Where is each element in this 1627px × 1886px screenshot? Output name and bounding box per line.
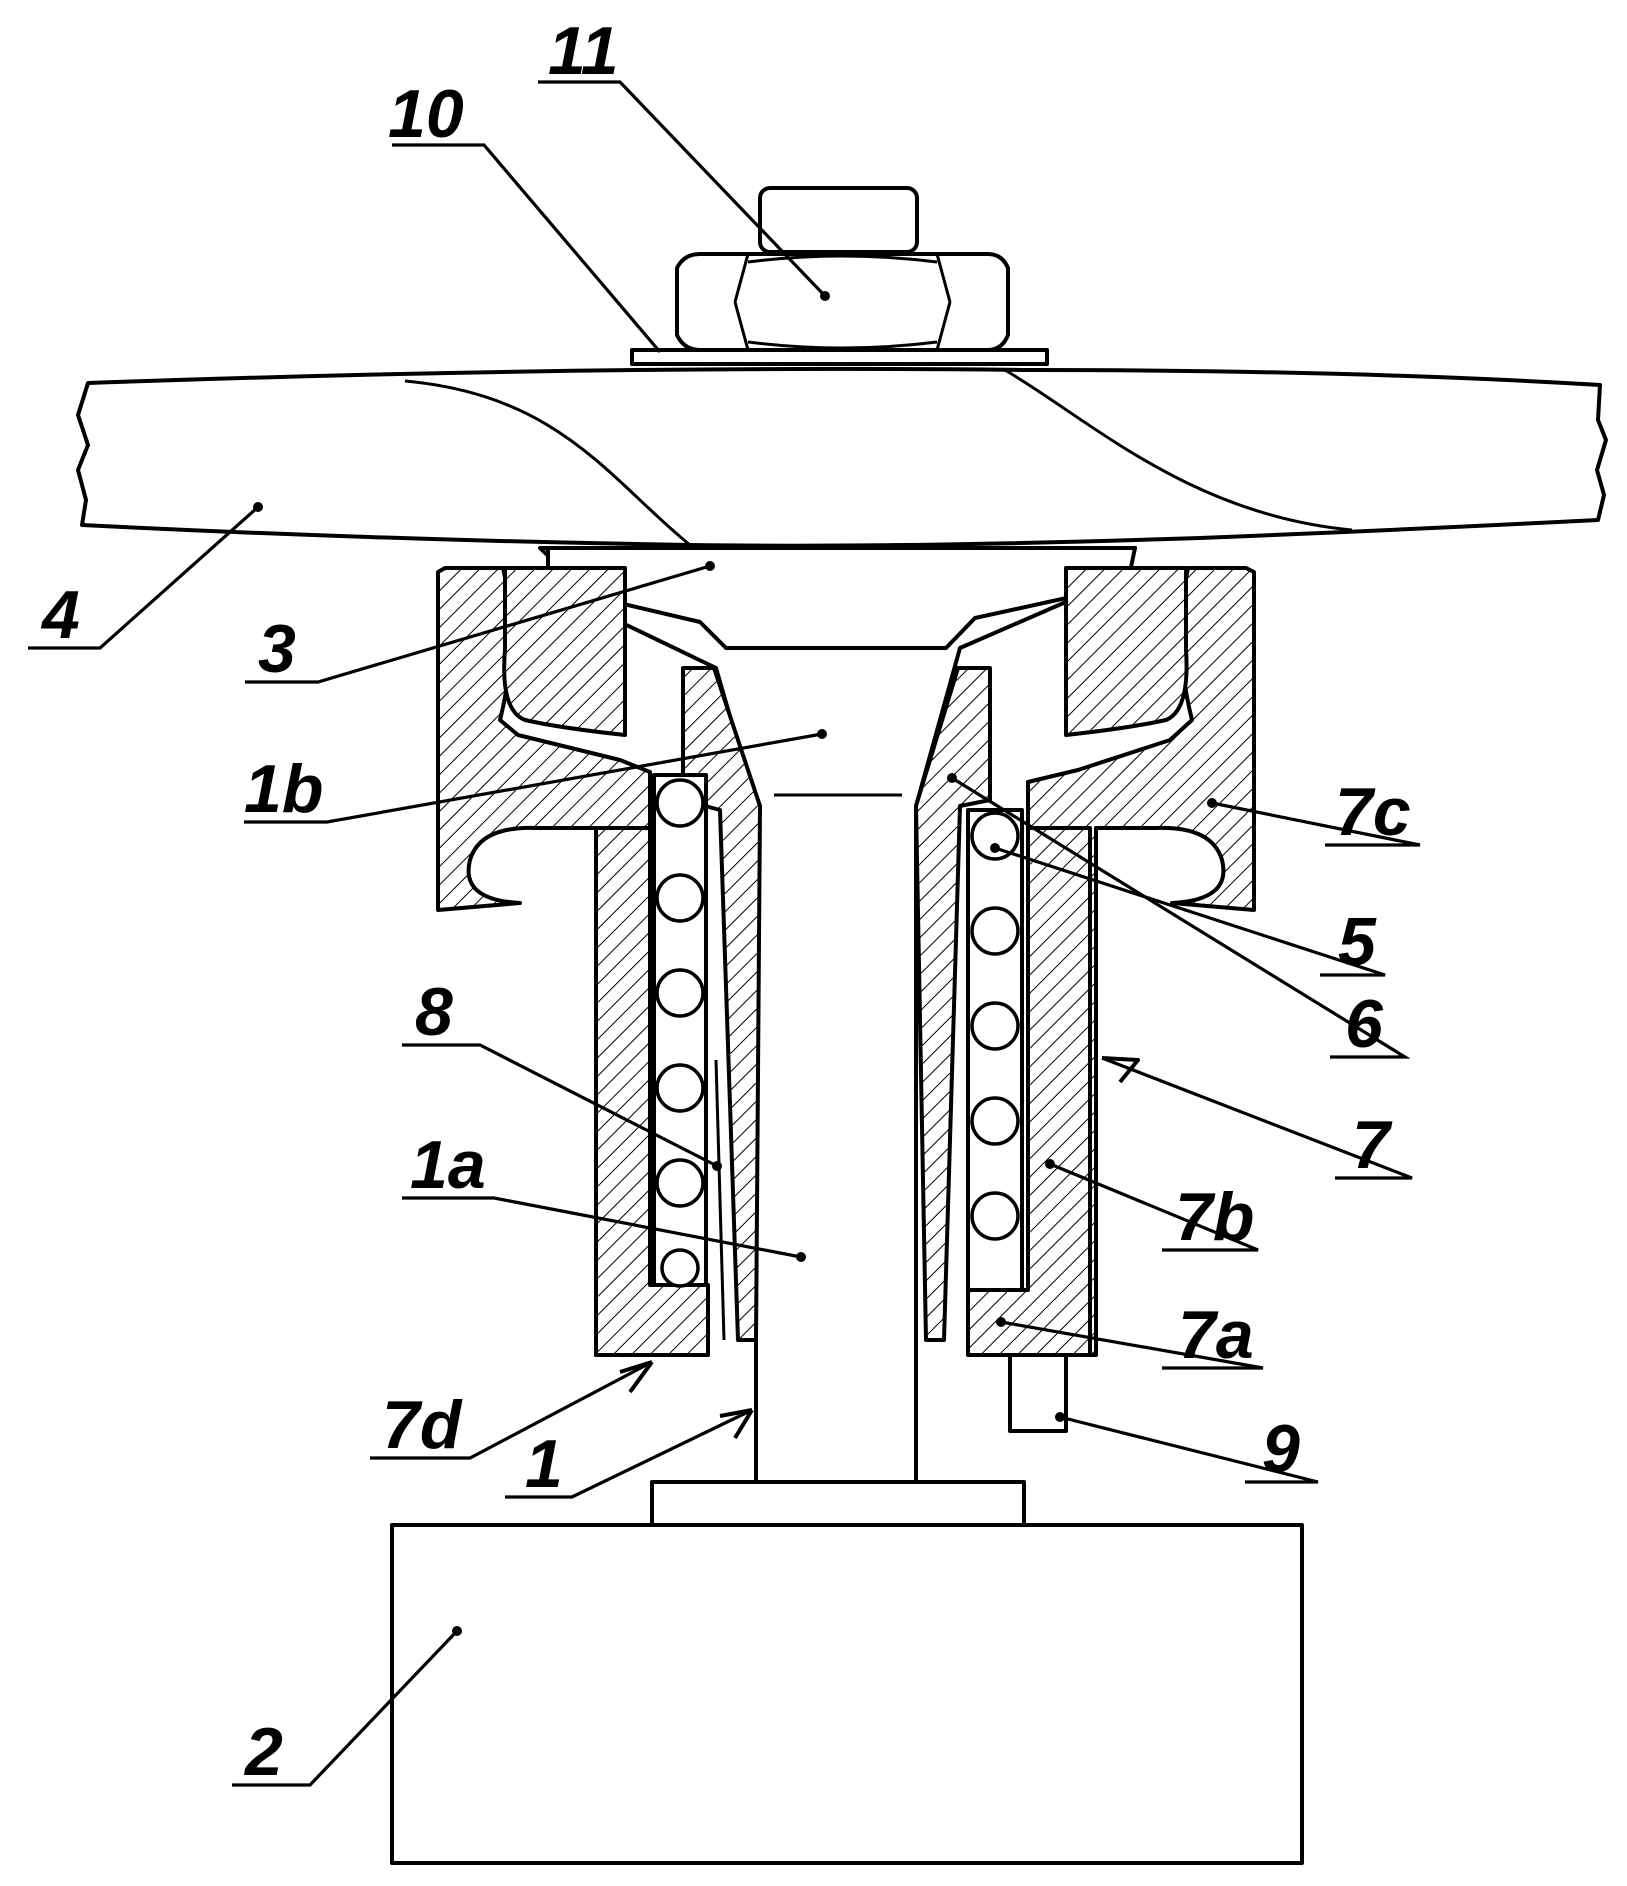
ball-cage-right — [966, 808, 1024, 1292]
label-4: 4 — [40, 577, 80, 653]
label-1: 1 — [525, 1426, 563, 1502]
leader-lines — [28, 80, 1421, 1787]
label-7b: 7b — [1175, 1179, 1254, 1255]
label-5: 5 — [1338, 904, 1377, 980]
label-10: 10 — [388, 76, 464, 152]
spring-8 — [714, 1059, 954, 1341]
label-2: 2 — [243, 1714, 283, 1790]
bolt-end — [758, 186, 919, 254]
label-1b: 1b — [244, 751, 323, 827]
nut-11 — [675, 252, 1010, 352]
reference-labels: 11 10 4 3 1b 7c 5 6 8 7 1a 7b 7a 7d 9 1 … — [40, 13, 1411, 1790]
label-3: 3 — [258, 611, 296, 687]
label-9: 9 — [1262, 1411, 1300, 1487]
label-8: 8 — [415, 974, 453, 1050]
label-7c: 7c — [1335, 774, 1411, 850]
label-11: 11 — [548, 13, 619, 89]
ball-cage-left — [652, 773, 708, 1288]
disk-4 — [76, 366, 1608, 548]
label-7a: 7a — [1178, 1297, 1254, 1373]
base-block-2 — [390, 1480, 1304, 1865]
hub-flange-3 — [546, 546, 1137, 650]
washer-10 — [630, 348, 1049, 366]
label-7d: 7d — [382, 1387, 463, 1463]
label-7: 7 — [1352, 1107, 1393, 1183]
label-1a: 1a — [410, 1127, 486, 1203]
label-6: 6 — [1345, 986, 1384, 1062]
